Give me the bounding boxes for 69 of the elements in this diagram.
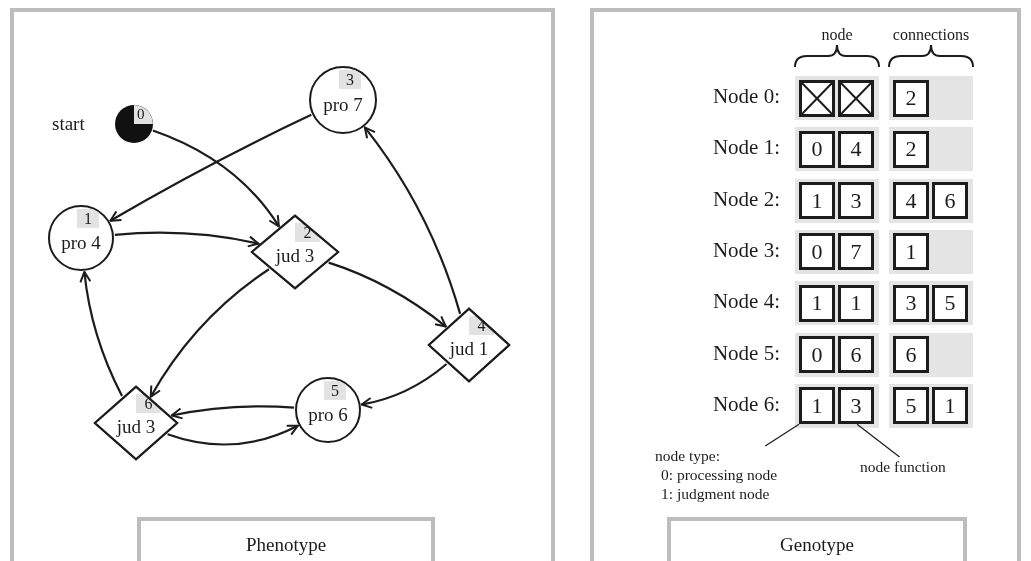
annotation-text: 0: processing node [660,465,779,484]
gene-box: 5 [893,387,929,425]
gene-box: 1 [838,284,874,322]
column-header: connections [891,25,971,45]
arrow [328,261,447,328]
gene-box: 6 [932,182,968,220]
arrow [152,129,280,228]
gene-box: 0 [799,336,835,373]
row-label: Node 6: [711,392,780,415]
node-label: pro 7 [322,94,364,116]
node-number: 5 [324,381,346,400]
arrow [170,405,295,420]
leader-line [764,423,800,447]
node-number: 1 [77,209,99,228]
column-header: node [820,25,854,45]
judgment-node-diamond [427,307,511,383]
gene-box: 0 [799,130,835,168]
row-label: Node 3: [711,238,780,261]
judgment-node-diamond [93,385,179,461]
node-label: pro 4 [60,232,102,254]
gene-box: 3 [838,387,874,425]
crossed-gene-box [799,79,835,117]
gene-box: 1 [799,182,835,220]
judgment-node-diamond [250,214,340,290]
annotation-text: 1: judgment node [660,484,771,503]
gene-box: 1 [893,233,929,271]
row-label: Node 0: [711,85,780,107]
gene-box: 1 [932,387,968,425]
annotation-text: node type: [655,446,721,465]
node-number: 0 [134,105,153,124]
gene-box: 1 [799,387,835,425]
gene-box: 0 [799,233,835,271]
node-label: jud 1 [448,338,490,360]
arrow [109,113,312,222]
gene-box: 6 [838,336,874,373]
arrow [79,270,123,397]
row-label: Node 4: [711,290,780,313]
node-caption: start [52,112,86,136]
processing-node-circle [309,66,377,134]
arrow [360,363,448,409]
gene-box: 5 [932,284,968,322]
node-number: 3 [339,70,361,89]
row-label: Node 5: [711,341,780,364]
row-label: Node 1: [711,136,780,159]
arrow [363,126,462,315]
arrow [114,231,260,248]
gene-box: 1 [799,284,835,322]
start-node-circle [115,105,153,143]
gene-box: 3 [893,284,929,322]
crossed-gene-box [838,79,874,117]
gene-box: 6 [893,336,929,373]
gene-box: 4 [893,182,929,220]
node-label: jud 3 [274,245,316,267]
node-label: pro 6 [307,404,349,426]
node-label: jud 3 [115,416,157,438]
panel-frame [10,8,555,561]
arrow [167,424,299,446]
arrow [149,268,270,398]
row-label: Node 2: [711,187,780,210]
gene-box: 2 [893,79,929,117]
gene-box: 2 [893,130,929,168]
gene-box: 7 [838,233,874,271]
leader-line [856,423,901,458]
panel-caption: Phenotype [137,517,435,561]
panel-frame [590,8,1021,561]
annotation-text: node function [860,457,947,476]
gene-box: 4 [838,130,874,168]
gene-box: 3 [838,182,874,220]
panel-caption: Genotype [667,517,967,561]
